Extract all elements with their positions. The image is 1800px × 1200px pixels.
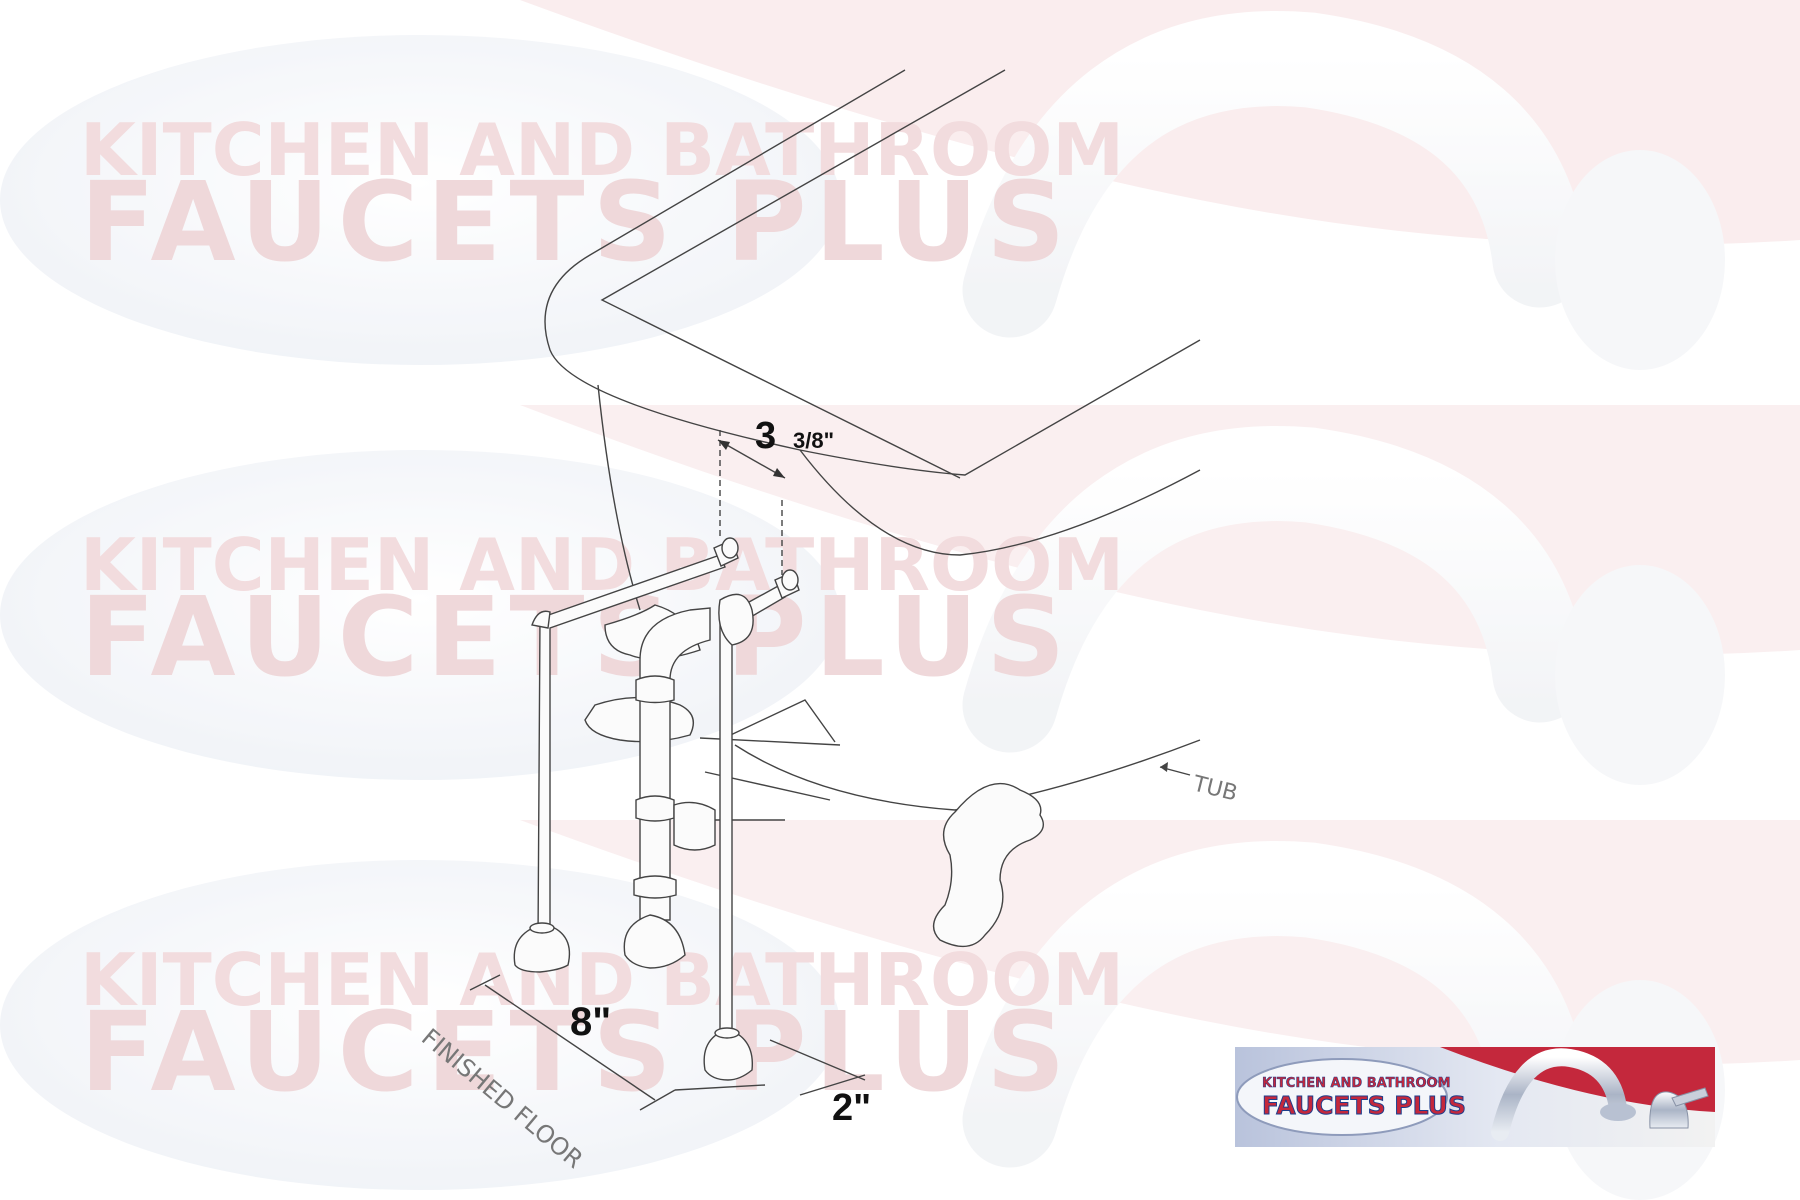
watermark-line2: FAUCETS PLUS [80, 988, 1073, 1116]
logo-line2: FAUCETS PLUS [1262, 1091, 1466, 1120]
watermark-tile: KITCHEN AND BATHROOM FAUCETS PLUS [0, 405, 1800, 785]
top-dimension-whole: 3 [755, 415, 776, 457]
tub-leader-arrow [1160, 762, 1168, 772]
watermark-line1: KITCHEN AND BATHROOM [80, 108, 1124, 192]
logo-faucet-spout [1491, 1048, 1627, 1141]
watermark-line2: FAUCETS PLUS [80, 573, 1073, 701]
logo-red-band [1440, 1047, 1715, 1112]
left-supply-pipe [513, 537, 739, 973]
watermark-line1: KITCHEN AND BATHROOM [80, 938, 1124, 1022]
right-supply-pipe [703, 569, 800, 1081]
center-standpipe [584, 604, 716, 969]
logo-line1: KITCHEN AND BATHROOM [1262, 1076, 1451, 1091]
watermark-tile: KITCHEN AND BATHROOM FAUCETS PLUS [0, 0, 1800, 370]
top-dimension-fraction: 3/8" [793, 428, 834, 453]
tub-foot [734, 739, 1201, 948]
watermark-line2: FAUCETS PLUS [80, 158, 1073, 286]
width-dimension: 8" [570, 1000, 611, 1044]
top-dimension: 3 3/8" [717, 415, 834, 575]
logo-oval [1236, 1058, 1448, 1136]
watermark-line1: KITCHEN AND BATHROOM [80, 523, 1124, 607]
faucets-plus-logo: KITCHEN AND BATHROOM FAUCETS PLUS [1235, 1047, 1715, 1147]
depth-dimension: 2" [832, 1087, 871, 1129]
